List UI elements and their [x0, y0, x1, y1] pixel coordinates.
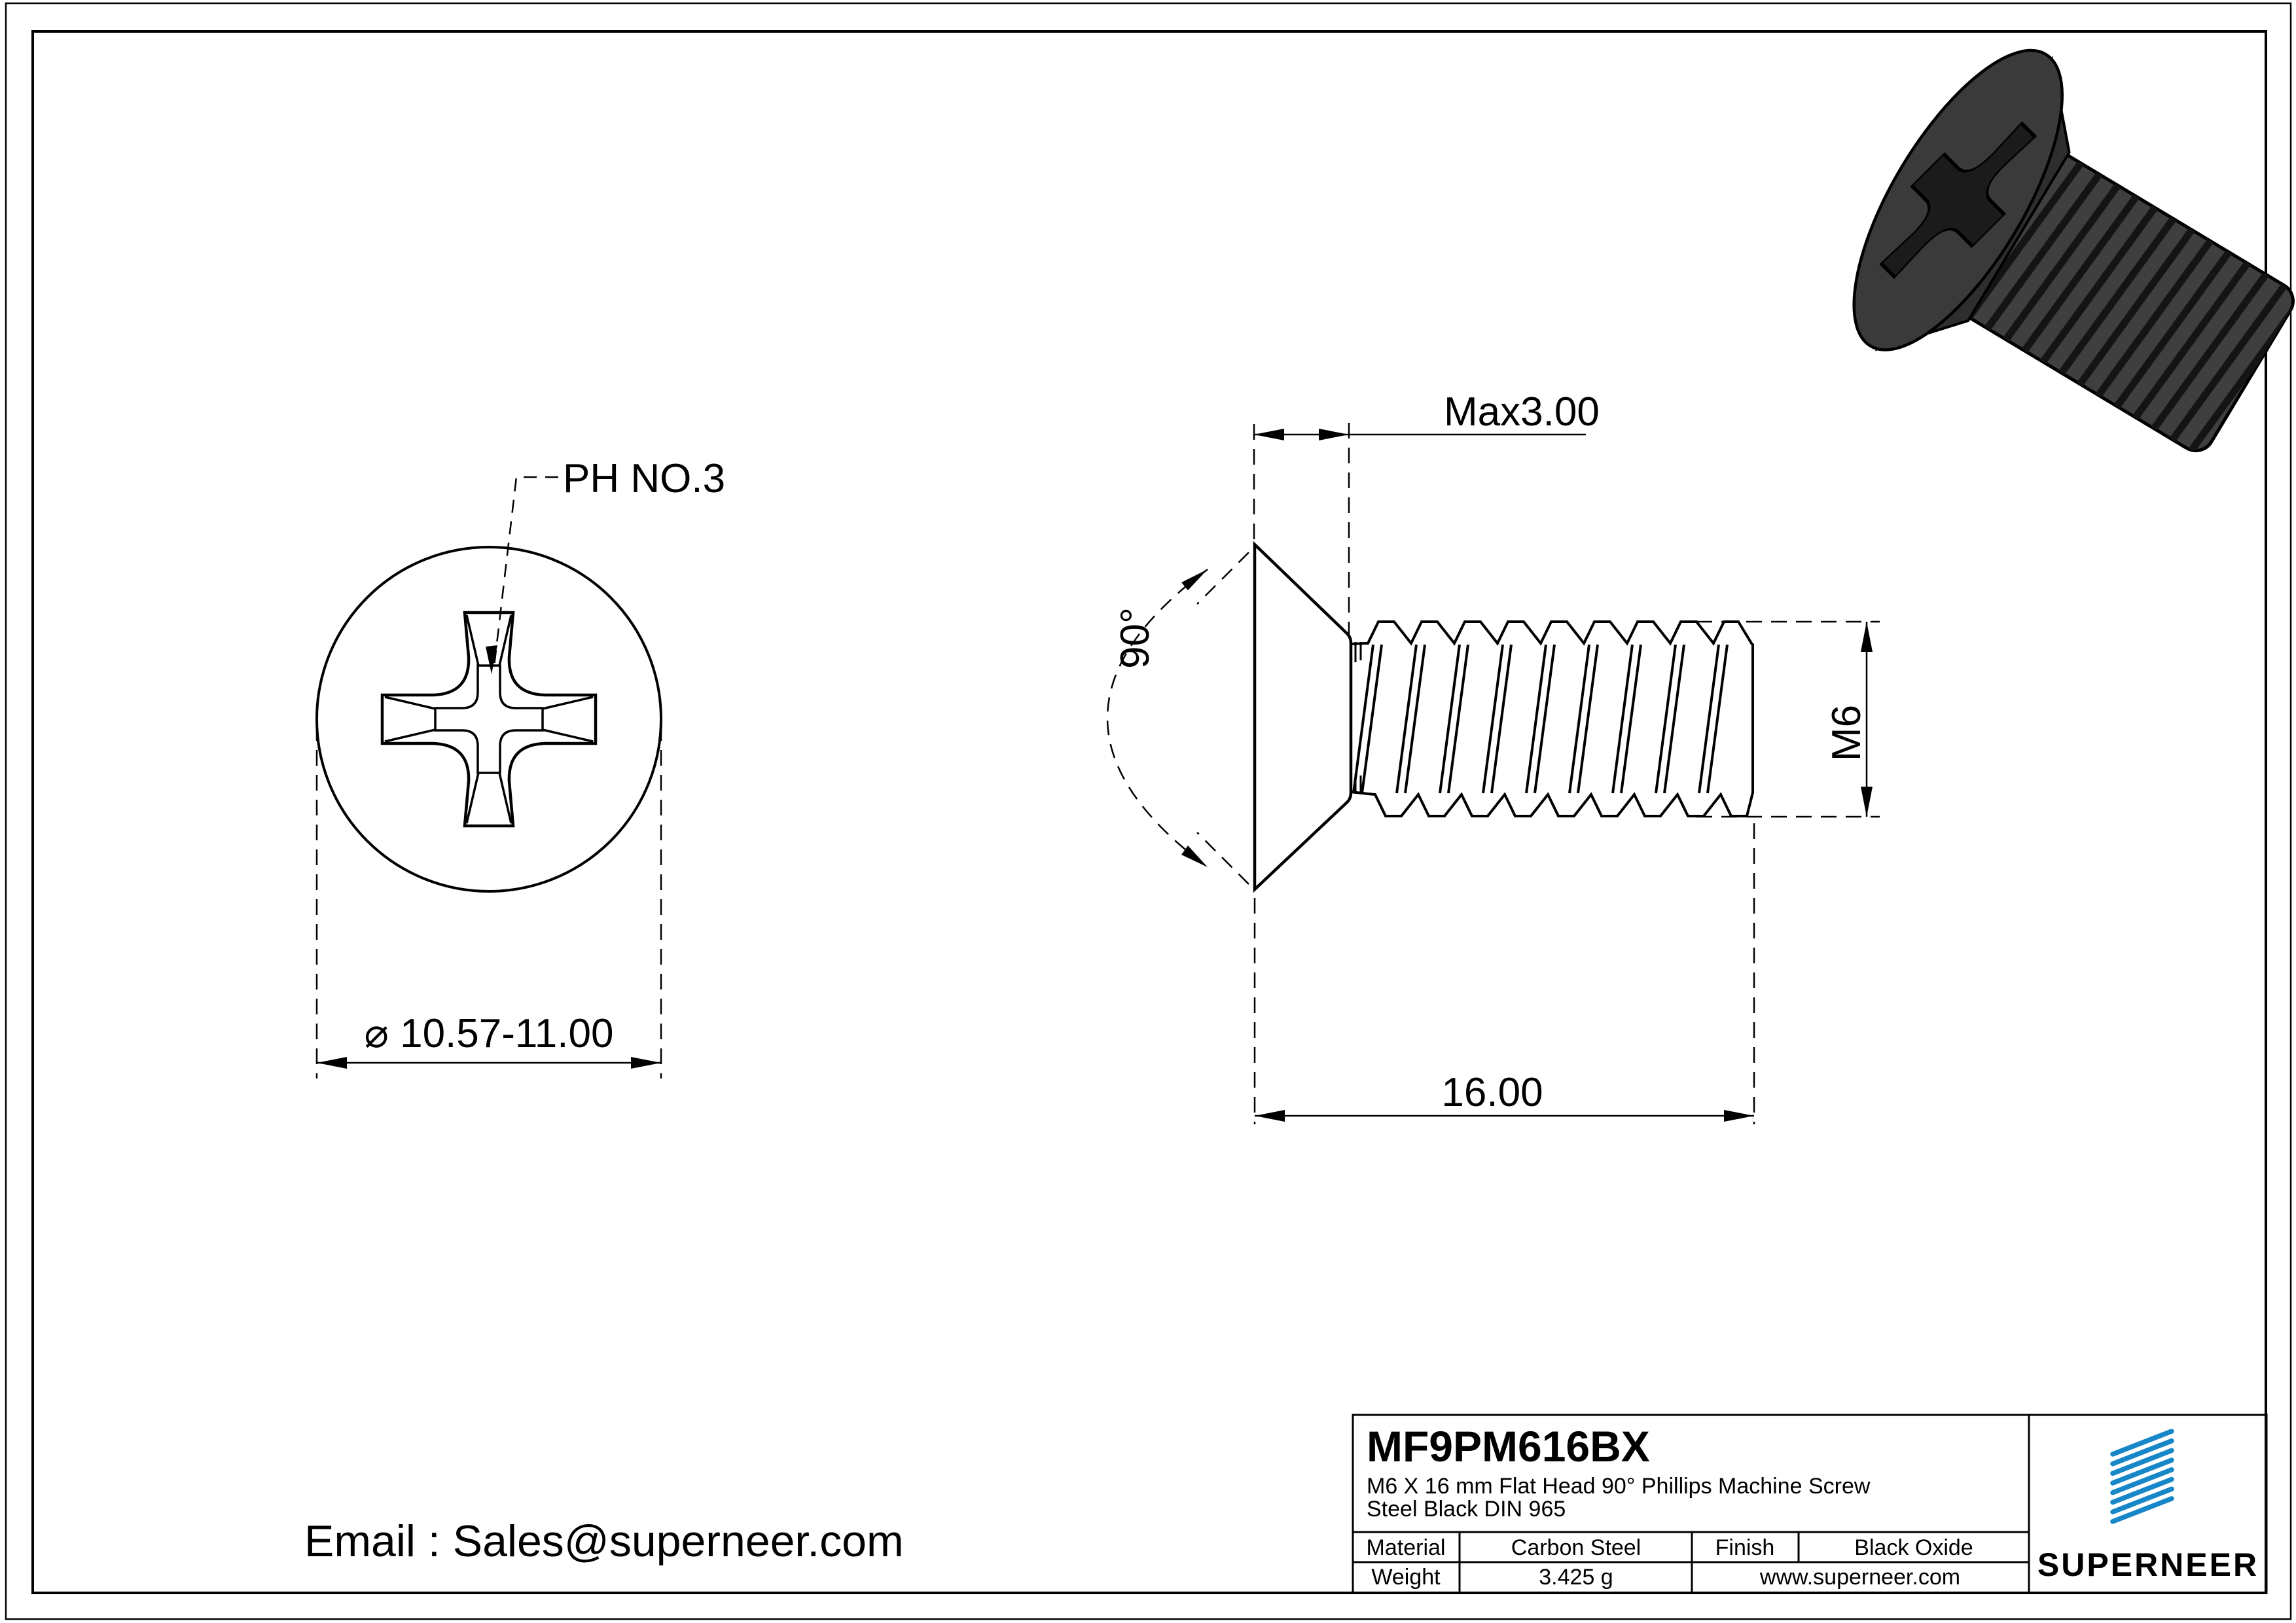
head-profile [1253, 541, 1353, 893]
thread-diameter-arrowhead-bottom [1861, 787, 1873, 817]
recess-leader-arrowhead [486, 645, 497, 674]
head-height-extension-lines [1253, 423, 1350, 636]
thread-flank-lines [1352, 644, 1729, 794]
head-height-arrowhead-left [1254, 429, 1284, 440]
title-block [1352, 1414, 2268, 1594]
length-arrowhead-right [1724, 1110, 1754, 1122]
weight-label: Weight [1371, 1565, 1441, 1590]
material-label: Material [1367, 1535, 1446, 1560]
part-description-line1: M6 X 16 mm Flat Head 90° Phillips Machin… [1367, 1474, 1871, 1499]
thread-profile [1350, 620, 1754, 817]
screw-3d-render [1852, 48, 2296, 456]
angle-extension-segments [1196, 552, 1249, 885]
angle-arrowhead-bottom [1181, 846, 1208, 867]
phillips-recess-outer-outline [382, 613, 596, 826]
head-height-dimension-text: Max3.00 [1444, 389, 1600, 435]
diameter-arrowhead-right [631, 1057, 661, 1069]
thread-size-text: M6 [1824, 705, 1869, 761]
finish-value: Black Oxide [1854, 1535, 1973, 1560]
diameter-dimension-text: ⌀ 10.57-11.00 [365, 1011, 614, 1056]
inner-page-border [31, 30, 2267, 1594]
screw-3d-threads [1964, 158, 2296, 456]
side-view [1106, 423, 1880, 1124]
length-dimension-text: 16.00 [1441, 1070, 1543, 1115]
head-height-arrowhead-right [1319, 429, 1349, 440]
length-arrowhead-left [1255, 1110, 1285, 1122]
brand-name: SUPERNEER [2037, 1546, 2259, 1583]
length-extension-lines [1253, 823, 1755, 1124]
weight-value: 3.425 g [1539, 1565, 1613, 1590]
diameter-extension-lines [315, 725, 662, 1079]
diameter-arrowhead-left [317, 1057, 347, 1069]
contact-email: Email : Sales@superneer.com [304, 1516, 904, 1566]
thread-diameter-arrowhead-top [1861, 622, 1873, 652]
outer-page-border [5, 2, 2292, 1620]
head-outline-circle [315, 546, 662, 893]
finish-label: Finish [1715, 1535, 1775, 1560]
material-value: Carbon Steel [1511, 1535, 1641, 1560]
phillips-recess-wing-lines [384, 615, 594, 824]
countersink-angle-text: 90° [1113, 607, 1158, 669]
recess-leader-line [493, 476, 558, 667]
front-view [315, 476, 662, 1079]
thread-diameter-extension-lines [1696, 620, 1880, 818]
phillips-recess-inner-outline [434, 664, 544, 774]
angle-arc [1106, 568, 1208, 868]
title-block-frame [1352, 1414, 2268, 1594]
part-number: MF9PM616BX [1367, 1422, 1650, 1471]
thread-runout-marks [1354, 642, 1362, 794]
angle-arrowhead-top [1181, 569, 1208, 590]
website-link[interactable]: www.superneer.com [1759, 1565, 1960, 1590]
part-description-line2: Steel Black DIN 965 [1367, 1497, 1566, 1522]
brand-logo-icon [2110, 1429, 2174, 1524]
recess-label: PH NO.3 [563, 456, 725, 501]
